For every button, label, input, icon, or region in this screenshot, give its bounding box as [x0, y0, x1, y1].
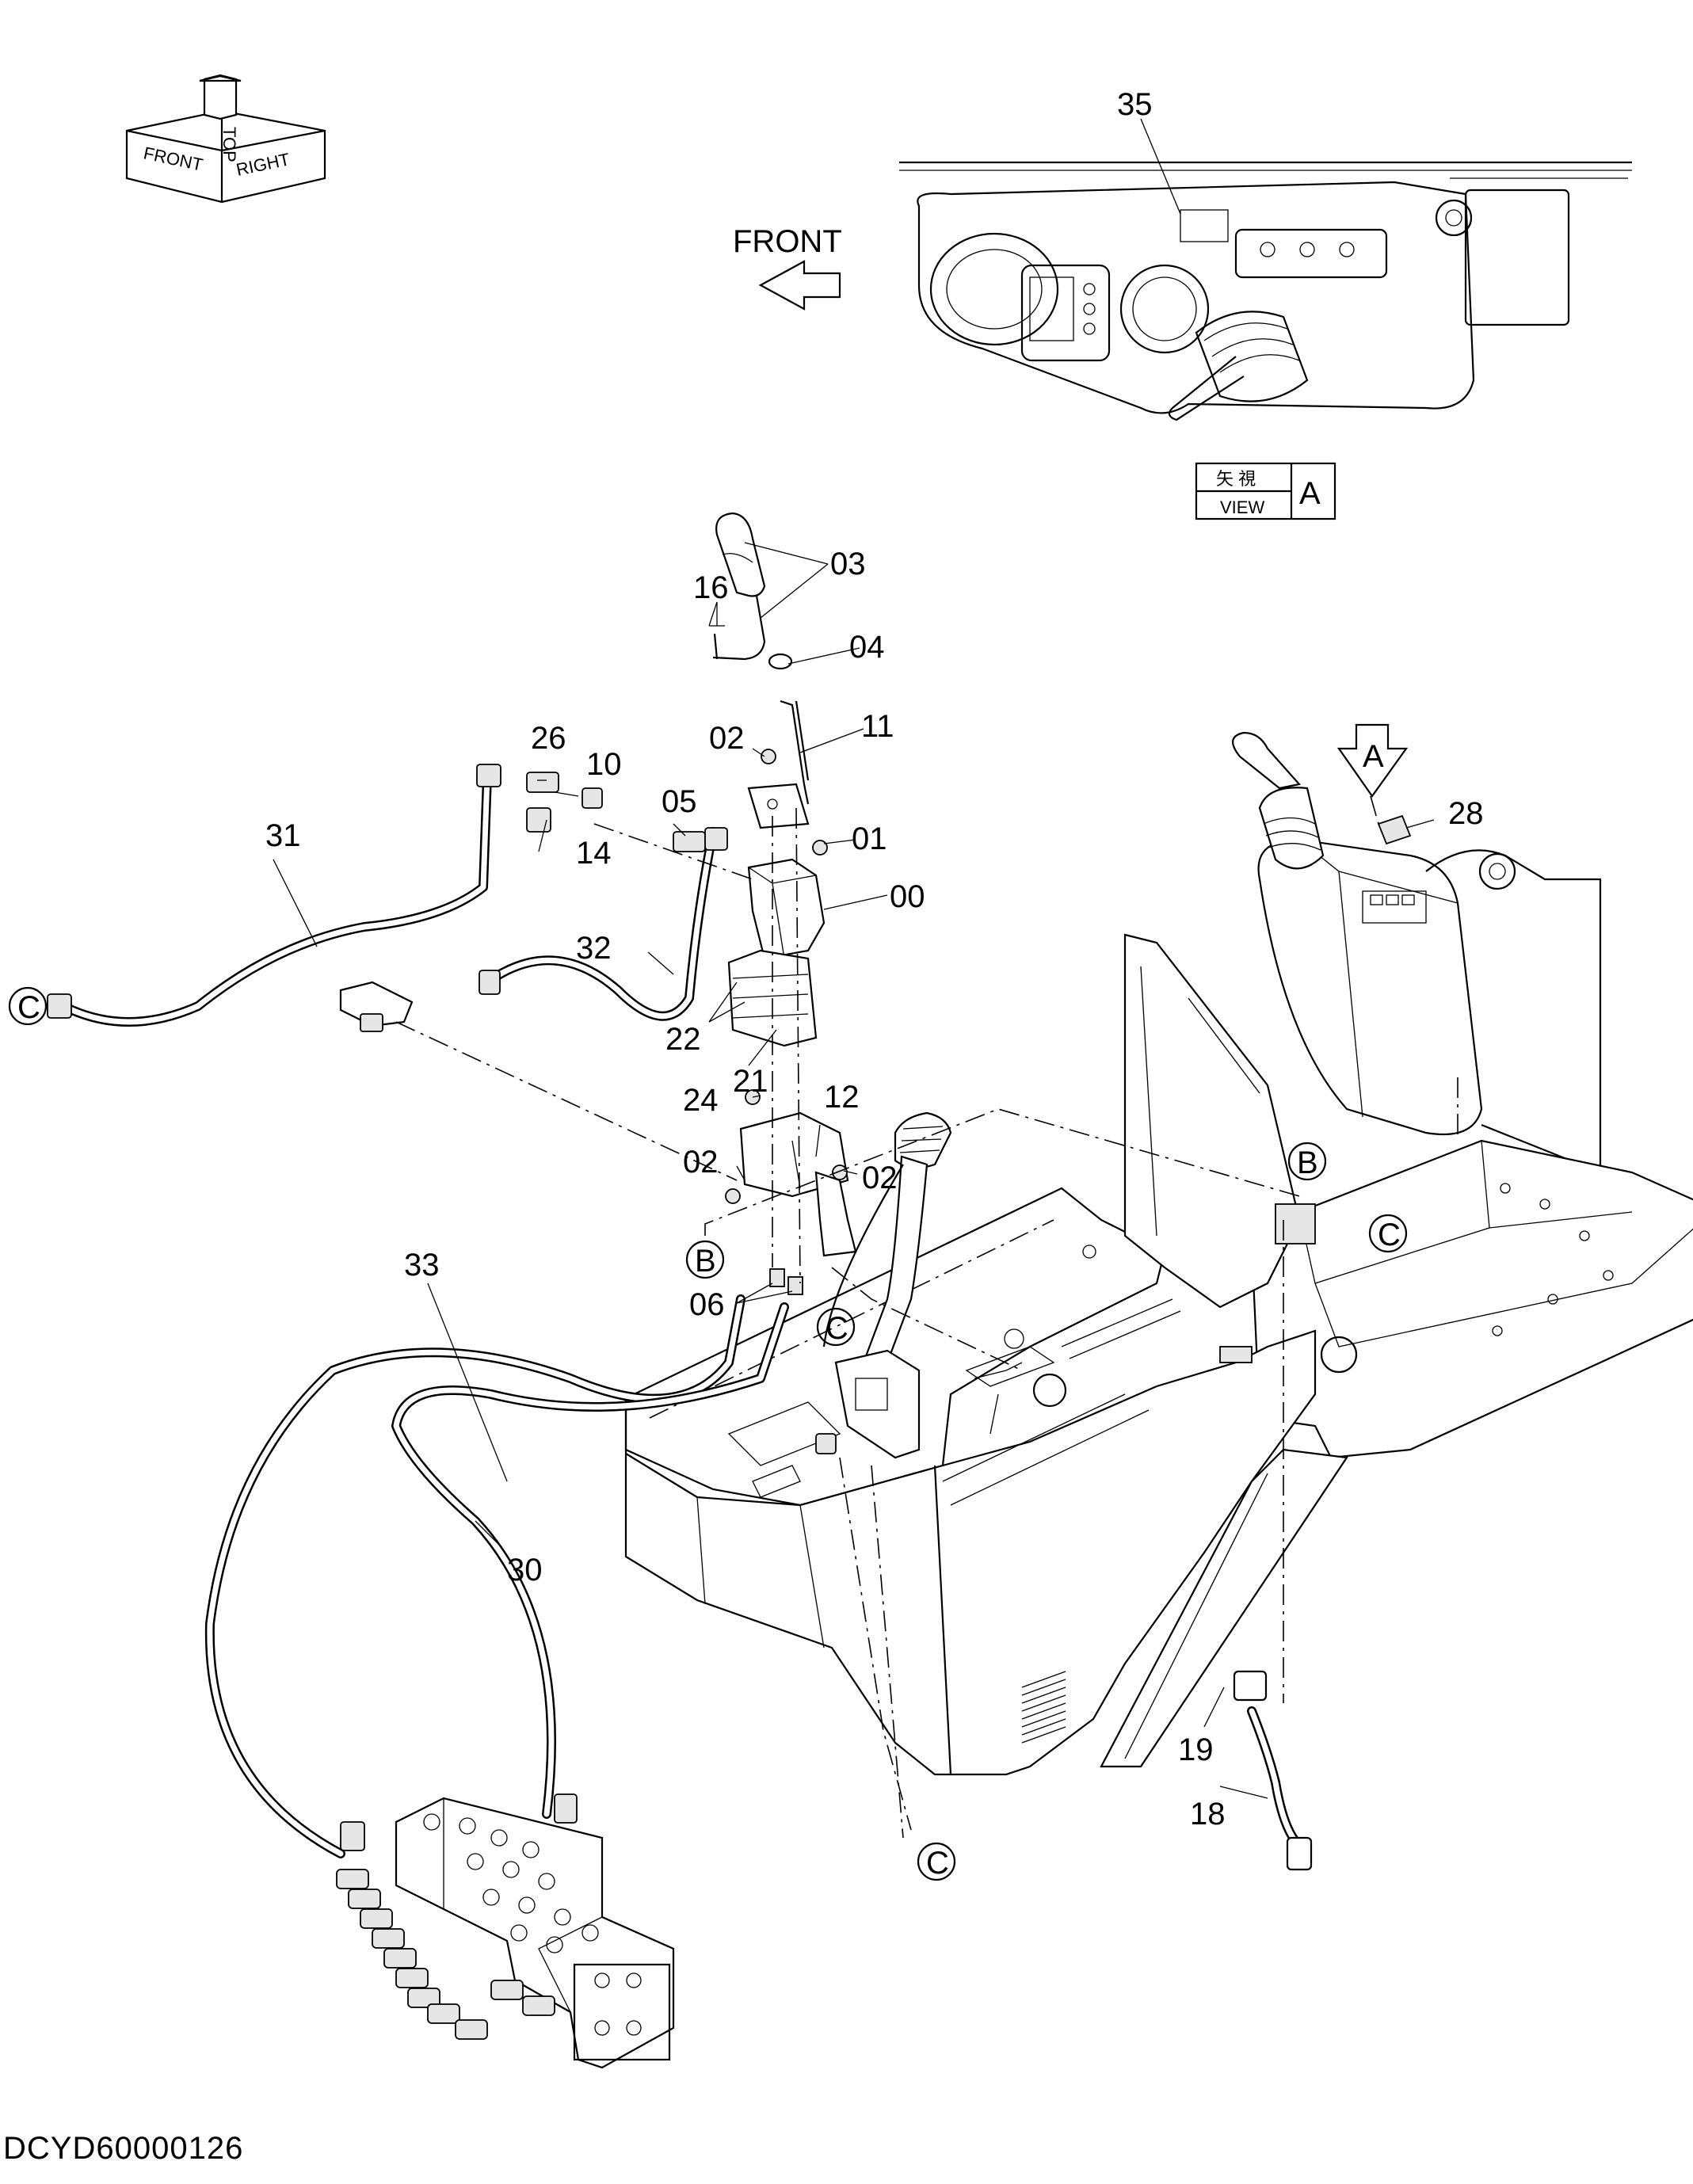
joystick-console [1232, 731, 1602, 1174]
callout-16: 16 [693, 570, 729, 605]
callout-03: 03 [830, 547, 866, 581]
orientation-cube: FRONT RIGHT TOP [125, 74, 326, 204]
callout-21: 21 [733, 1064, 768, 1099]
callout-33: 33 [404, 1248, 440, 1283]
callout-02-right: 02 [862, 1161, 898, 1195]
callout-32: 32 [576, 931, 612, 966]
view-label-box: 矢 視 VIEW A [1195, 462, 1336, 520]
control-valve [336, 1797, 675, 2069]
svg-text:C: C [17, 990, 40, 1025]
view-arrow-letter: A [1363, 739, 1384, 774]
hose-30 [391, 1302, 789, 1819]
front-label: FRONT [733, 224, 842, 259]
callout-18: 18 [1190, 1797, 1226, 1831]
callout-11: 11 [861, 709, 894, 744]
ref-marker-b-center: B [685, 1240, 725, 1279]
drawing-id: DCYD60000126 [3, 2131, 244, 2166]
center-lines [395, 795, 1458, 1839]
svg-text:C: C [926, 1846, 949, 1881]
vent-grille [1021, 1671, 1066, 1744]
hose-32 [482, 827, 718, 1021]
svg-text:C: C [826, 1311, 848, 1346]
callout-04: 04 [849, 630, 885, 665]
callout-14: 14 [576, 836, 612, 871]
cube-top-label: TOP [219, 127, 239, 162]
callout-10: 10 [586, 747, 622, 782]
ref-marker-c-right: C [1368, 1214, 1408, 1253]
callout-00: 00 [890, 879, 925, 914]
callout-26: 26 [531, 721, 566, 756]
hose-bracket [339, 981, 414, 1032]
callout-28: 28 [1448, 796, 1484, 831]
callout-01: 01 [852, 821, 887, 856]
callout-30: 30 [507, 1553, 543, 1587]
cab-floor-frame [624, 933, 1693, 1776]
svg-text:B: B [1297, 1145, 1318, 1180]
callout-35: 35 [1117, 87, 1153, 122]
view-word: VIEW [1220, 497, 1264, 517]
view-a-direction-arrow [1336, 723, 1409, 798]
callout-02-left: 02 [683, 1145, 719, 1180]
svg-text:C: C [1378, 1218, 1401, 1252]
callout-19: 19 [1178, 1732, 1214, 1767]
hose-31 [59, 772, 492, 1027]
svg-text:B: B [695, 1244, 716, 1279]
callout-12: 12 [824, 1080, 860, 1115]
hose-18 [1233, 1670, 1313, 1871]
callout-05: 05 [662, 784, 697, 819]
callout-31: 31 [265, 818, 301, 853]
travel-pedal [822, 1111, 952, 1459]
view-letter: A [1299, 476, 1321, 511]
hose-33 [204, 1294, 745, 1858]
ref-marker-c-bottom: C [917, 1842, 956, 1881]
callout-06: 06 [689, 1287, 725, 1322]
callout-02-top: 02 [709, 721, 745, 756]
front-arrow [758, 260, 841, 311]
callout-24: 24 [683, 1083, 719, 1118]
ref-marker-c-center: C [816, 1307, 856, 1347]
callout-22: 22 [665, 1022, 701, 1057]
ref-marker-c-left: C [8, 986, 48, 1026]
view-a-detail [899, 161, 1632, 421]
view-kanji: 矢 視 [1216, 469, 1256, 489]
leader-lines [273, 118, 1435, 1799]
ref-marker-b-right: B [1287, 1142, 1327, 1181]
